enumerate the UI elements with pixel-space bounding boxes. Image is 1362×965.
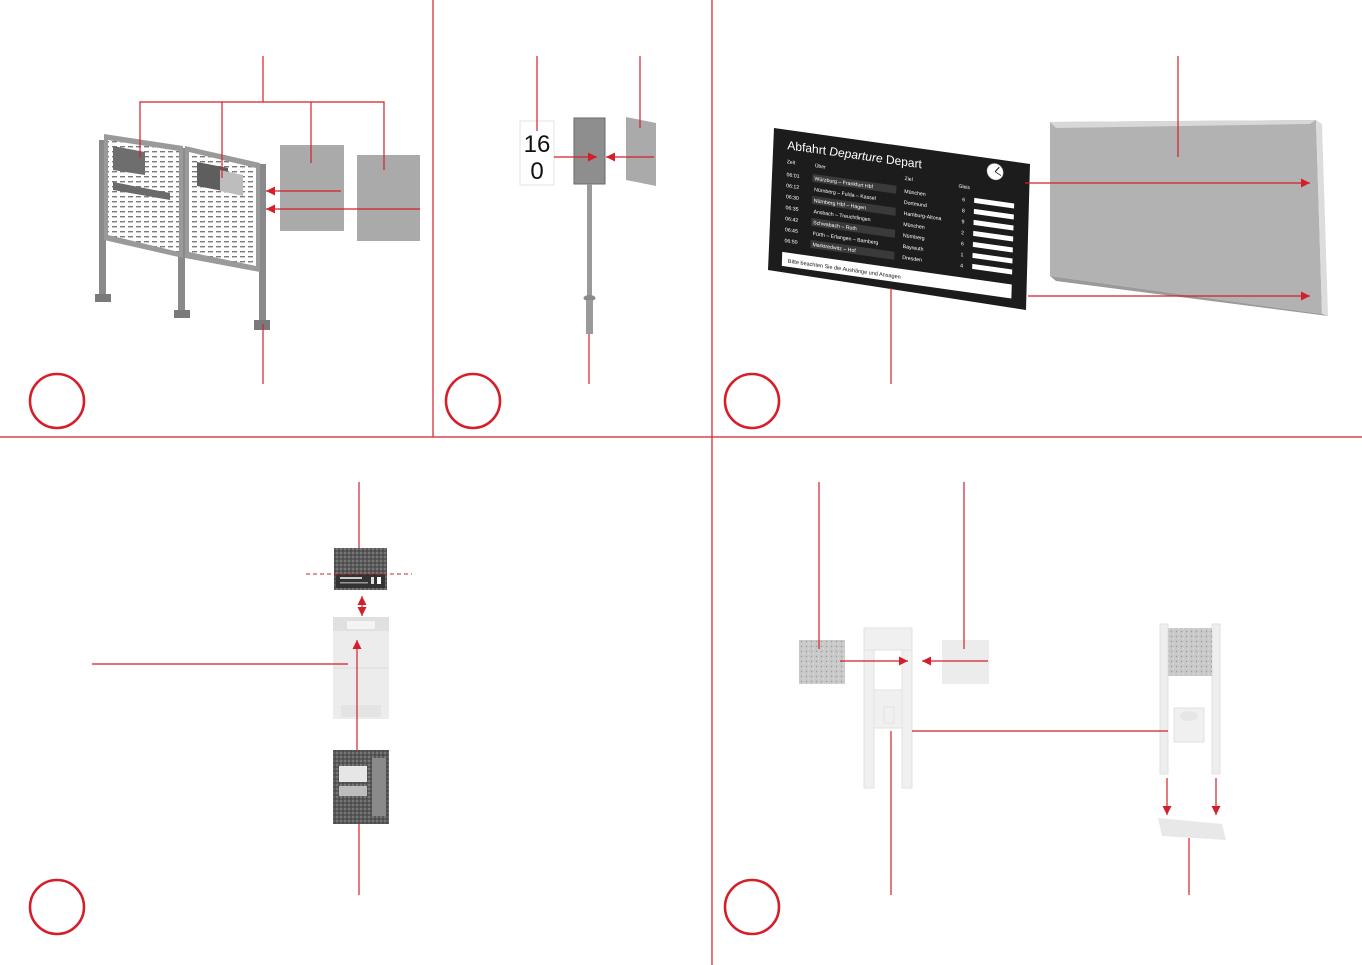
- panel-validator: [799, 482, 1226, 895]
- sign-panel: [573, 117, 606, 185]
- row-info-strip: [972, 241, 1013, 253]
- row-track: 6: [962, 197, 965, 203]
- step-circle-icon: [28, 372, 86, 430]
- row-time: 06:50: [784, 238, 797, 246]
- departure-display-sheet: Abfahrt Departure Depart Zeit Über Ziel …: [768, 128, 1030, 310]
- step-circle-icon: [28, 878, 86, 936]
- validator-back-plate: [942, 640, 989, 684]
- panel-ticket-machine: [92, 482, 412, 895]
- panel-departure-board: Abfahrt Departure Depart Zeit Über Ziel …: [768, 56, 1328, 384]
- panel-track-sign: 16 0: [519, 56, 656, 384]
- row-time: 06:45: [785, 227, 798, 235]
- callout-lines: [139, 56, 420, 384]
- row-time: 06:42: [785, 216, 798, 224]
- glass-pane-left: [280, 145, 344, 231]
- board-housing: [1050, 120, 1328, 316]
- sign-pole: [587, 184, 592, 296]
- row-info-strip: [973, 219, 1014, 231]
- col-time: Zeit: [787, 159, 796, 166]
- machine-body: [333, 617, 389, 719]
- row-time: 06:12: [786, 183, 799, 191]
- panel-notice-board: [95, 56, 420, 384]
- validator-assembled: [1159, 623, 1221, 775]
- col-dest: Ziel: [905, 176, 913, 183]
- row-time: 06:35: [785, 205, 798, 213]
- validator-post: [863, 627, 913, 789]
- machine-front-decal: [333, 750, 389, 824]
- row-dest: München: [903, 222, 925, 231]
- row-track: 9: [961, 219, 964, 225]
- step-circles: [28, 372, 781, 936]
- row-dest: München: [904, 189, 926, 198]
- row-info-strip: [973, 230, 1014, 242]
- row-info-strip: [972, 263, 1013, 275]
- col-via: Über: [815, 162, 826, 171]
- col-track: Gleis: [958, 184, 970, 192]
- row-info-strip: [972, 252, 1013, 264]
- row-track: 6: [961, 241, 964, 247]
- row-dest: Dresden: [902, 255, 922, 264]
- row-track: 2: [961, 230, 964, 236]
- row-time: 06:01: [786, 172, 799, 180]
- glass-pane-right: [357, 155, 420, 241]
- sign-digit-bottom: 0: [530, 158, 543, 185]
- validator-base: [1158, 818, 1226, 840]
- row-info-strip: [973, 208, 1014, 220]
- sign-back-plate: [626, 117, 656, 186]
- step-circle-icon: [723, 372, 781, 430]
- step-circle-icon: [444, 372, 502, 430]
- row-info-strip: [974, 197, 1015, 209]
- row-track: 1: [960, 252, 963, 258]
- row-track: 8: [962, 208, 965, 214]
- row-dest: Dortmund: [904, 200, 927, 209]
- sign-number-card: [519, 120, 555, 186]
- notice-board-frame: [95, 134, 270, 330]
- validator-decal: [799, 640, 845, 684]
- row-dest: Bayreuth: [903, 244, 924, 253]
- row-dest: Hamburg-Altona: [904, 211, 942, 222]
- sign-digit-top: 16: [524, 131, 551, 158]
- step-circle-icon: [723, 878, 781, 936]
- row-time: 06:30: [786, 194, 799, 202]
- row-track: 4: [960, 263, 963, 269]
- row-dest: Nürnberg: [903, 233, 925, 242]
